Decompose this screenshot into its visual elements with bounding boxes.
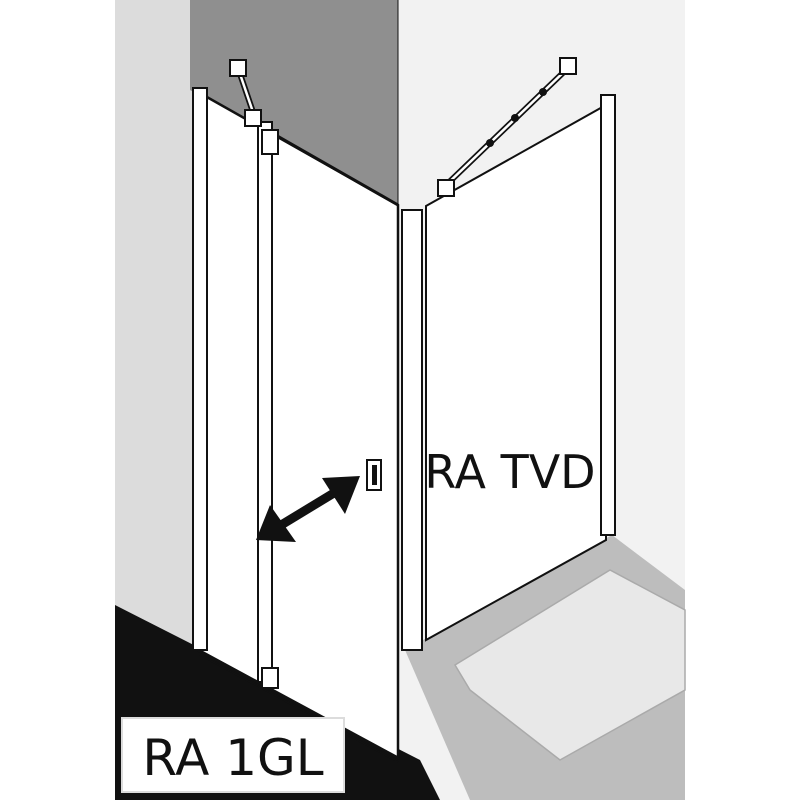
bar-joint-1 [486,139,494,147]
model-label-box [121,717,345,793]
panel-wall-profile [401,209,423,651]
model-label: RA 1GL [142,729,323,787]
hinge-bottom [261,667,279,689]
panel-right-profile [600,94,616,536]
wall-profile-left [192,87,208,651]
panel-label: RA TVD [424,445,595,499]
stabilizer-bar-right-inner [442,67,569,189]
double-arrow-icon [256,476,360,542]
hinge-profile [257,121,273,683]
bar-joint-2 [511,114,519,122]
door-bottom-seal [199,654,399,763]
bar-joint-3 [539,88,547,96]
bar-bracket-left-top [229,59,247,77]
wall-shadow [190,0,398,205]
bar-bracket-right-top [559,57,577,75]
bar-bracket-left-bottom [244,109,262,127]
hinge-top [261,129,279,155]
fixed-glass-panel [425,103,607,642]
door-top-edge [257,123,399,207]
bar-bracket-right-bottom [437,179,455,197]
door-bottom-edge [197,648,399,760]
handle-icon [366,459,382,491]
shower-tray [453,569,686,761]
door-glass [196,89,400,761]
